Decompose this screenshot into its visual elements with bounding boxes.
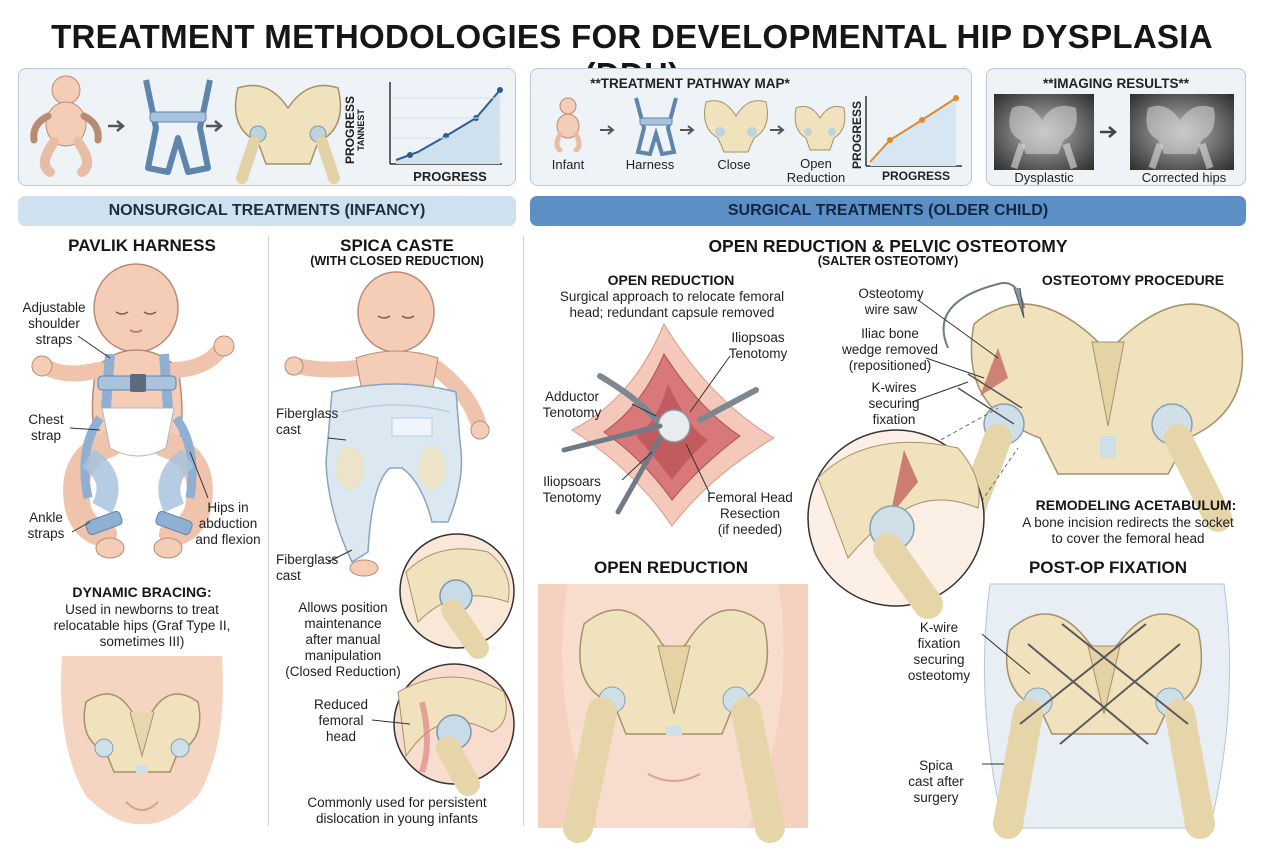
pavlik-illustration	[31, 263, 235, 559]
label-femoral-resection: Femoral Head Resection (if needed)	[707, 490, 793, 537]
spica-hip-zoom-1	[399, 533, 515, 659]
pelvis-icon	[704, 100, 768, 153]
open-reduction-pelvis-illustration	[538, 584, 808, 843]
arrow-icon	[1100, 126, 1117, 138]
pathway-step-close: Close	[717, 157, 751, 172]
open-reduction-illustration	[561, 322, 775, 527]
spica-hip-zoom-2	[393, 663, 515, 796]
label-wire-saw: Osteotomy wire saw	[858, 286, 924, 317]
overview-chart-xlabel: PROGRESS	[413, 169, 487, 184]
arrow-icon	[108, 120, 125, 132]
pavlik-label-ankle: Ankle straps	[27, 510, 65, 541]
infant-icon	[30, 75, 102, 177]
separator	[268, 236, 269, 826]
pathway-step-harness: Harness	[625, 157, 675, 172]
overview-chart-ylabel-sub: TANNEST	[356, 109, 367, 151]
open-reduction-desc: Surgical approach to relocate femoral he…	[559, 289, 785, 320]
spica-cast	[325, 383, 463, 577]
postop-title: POST-OP FIXATION	[1028, 558, 1188, 577]
separator	[523, 236, 524, 826]
osteotomy-illustration	[807, 282, 1244, 619]
arrow-icon	[600, 125, 615, 135]
surgical-title: OPEN REDUCTION & PELVIC OSTEOTOMY	[708, 236, 1068, 256]
arrow-icon	[770, 125, 785, 135]
pathway-chart-xlabel: PROGRESS	[881, 169, 950, 183]
postop-illustration	[981, 583, 1231, 839]
infant-icon	[554, 97, 582, 153]
remodeling-text: A bone incision redirects the socket to …	[1022, 515, 1234, 546]
imaging-title: **IMAGING RESULTS**	[1042, 76, 1189, 91]
postop-label-spica: Spica cast after surgery	[908, 758, 964, 805]
band-nonsurgical: NONSURGICAL TREATMENTS (INFANCY)	[18, 196, 516, 226]
spica-illustration	[284, 271, 490, 577]
imaging-caption-dysplastic: Dysplastic	[1014, 170, 1074, 185]
spica-label-cast-2: Fiberglass cast	[276, 552, 339, 583]
open-reduction-2-title: OPEN REDUCTION	[594, 558, 748, 577]
imaging-caption-corrected: Corrected hips	[1141, 170, 1227, 185]
pathway-step-open-reduction: Open Reduction	[786, 156, 846, 186]
osteotomy-title: OSTEOTOMY PROCEDURE	[1041, 272, 1225, 288]
pathway-step-infant: Infant	[551, 157, 585, 172]
spica-label-allows: Allows position maintenance after manual…	[285, 600, 401, 679]
pathway-graphics	[554, 95, 962, 167]
open-reduction-title: OPEN REDUCTION	[607, 272, 735, 288]
spica-title: SPICA CASTE	[340, 236, 454, 255]
overview-chart	[389, 82, 503, 165]
postop-label-k-wire: K-wire fixation securing osteotomy	[907, 620, 971, 683]
label-iliopsoars: Iliopsoars Tenotomy	[542, 474, 602, 505]
baby-figure	[284, 271, 490, 440]
overview-chart-ylabel: PROGRESS TANNEST	[343, 90, 380, 170]
remodeling-title: REMODELING ACETABULUM:	[1035, 497, 1237, 513]
panel-overview-graphics	[30, 75, 503, 184]
harness-icon	[143, 79, 213, 175]
bracing-text: Used in newborns to treat relocatable hi…	[53, 602, 231, 649]
pelvis-icon	[794, 105, 846, 151]
spica-subtitle: (WITH CLOSED REDUCTION)	[310, 254, 484, 268]
pavlik-label-shoulder: Adjustable shoulder straps	[22, 300, 86, 347]
pathway-chart-ylabel: PROGRESS	[850, 101, 864, 170]
surgical-subtitle: (SALTER OSTEOTOMY)	[817, 254, 959, 268]
harness-straps	[80, 353, 197, 536]
pathway-title: **TREATMENT PATHWAY MAP*	[590, 76, 790, 91]
spica-label-reduced: Reduced femoral head	[313, 697, 369, 744]
imaging-graphics	[994, 94, 1234, 170]
pelvis-icon	[234, 84, 342, 184]
pathway-chart	[865, 95, 962, 167]
pavlik-label-chest: Chest strap	[28, 412, 64, 443]
spica-label-cast-1: Fiberglass cast	[276, 406, 339, 437]
band-surgical: SURGICAL TREATMENTS (OLDER CHILD)	[530, 196, 1246, 226]
arrow-icon	[206, 120, 223, 132]
label-iliopsoas: Iliopsoas Tenotomy	[728, 330, 788, 361]
harness-icon	[634, 97, 678, 157]
pavlik-title: PAVLIK HARNESS	[68, 236, 216, 255]
bracing-title: DYNAMIC BRACING:	[72, 584, 212, 600]
pavlik-label-hips: Hips in abduction and flexion	[195, 500, 261, 547]
label-adductor: Adductor Tenotomy	[542, 389, 602, 420]
label-iliac-wedge: Iliac bone wedge removed (repositioned)	[841, 326, 939, 373]
arrow-icon	[680, 125, 695, 135]
spica-footer: Commonly used for persistent dislocation…	[307, 795, 487, 826]
label-k-wires: K-wires securing fixation	[868, 380, 920, 427]
pelvis-figure	[954, 303, 1244, 532]
bracing-pelvis-illustration	[61, 656, 223, 825]
spica-leaders	[371, 719, 411, 725]
